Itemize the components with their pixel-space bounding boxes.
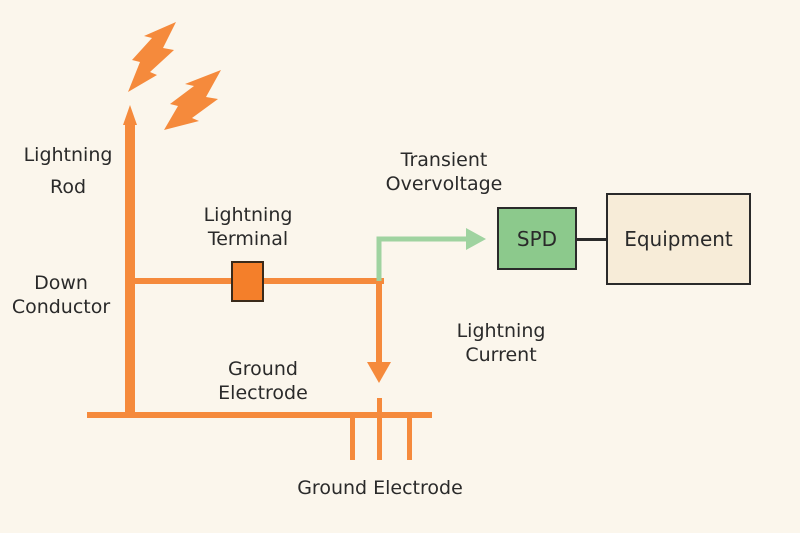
ground-bar bbox=[87, 412, 432, 418]
lightning-rod-tip bbox=[123, 105, 137, 125]
ground-electrode-rod bbox=[377, 415, 382, 460]
down-conductor bbox=[125, 122, 135, 418]
down-conductor-label: Down Conductor bbox=[11, 272, 111, 318]
equipment-box: Equipment bbox=[606, 193, 751, 285]
lightning-terminal bbox=[231, 261, 264, 302]
lightning-current-path bbox=[376, 281, 382, 365]
overvoltage-arrow bbox=[466, 228, 486, 250]
lightning-terminal-label: Lightning Terminal bbox=[203, 204, 293, 250]
ground-rod-center-top bbox=[377, 398, 382, 414]
lightning-bolt-icon bbox=[164, 70, 221, 130]
spd-equipment-link bbox=[575, 238, 607, 241]
lightning-current-label: Lightning Current bbox=[456, 320, 546, 366]
ground-electrode-lower-label: Ground Electrode bbox=[297, 477, 463, 499]
lightning-bolt-icon bbox=[128, 22, 176, 92]
ground-electrode-upper-label: Ground Electrode bbox=[218, 358, 308, 404]
spd-label: SPD bbox=[516, 226, 558, 251]
spd-box: SPD bbox=[497, 207, 577, 270]
lightning-current-arrow bbox=[367, 362, 391, 383]
overvoltage-path bbox=[376, 236, 470, 281]
ground-electrode-rod bbox=[407, 415, 412, 460]
ground-electrode-rod bbox=[350, 415, 355, 460]
equipment-label: Equipment bbox=[624, 227, 733, 251]
transient-overvoltage-label: Transient Overvoltage bbox=[385, 149, 503, 195]
lightning-rod-label: Lightning Rod bbox=[23, 144, 113, 198]
